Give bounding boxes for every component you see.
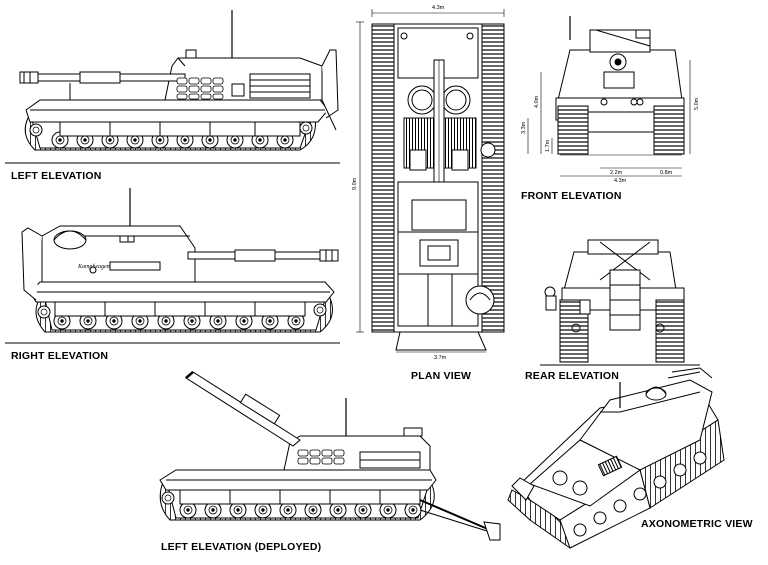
svg-text:Kampfwagen: Kampfwagen (77, 263, 110, 270)
dim-front-width: 4.3m (614, 178, 627, 184)
label-axonometric-view: AXONOMETRIC VIEW (641, 518, 753, 530)
dim-front-track: 2.2m (610, 170, 623, 176)
label-plan-view: PLAN VIEW (411, 370, 472, 382)
right-elevation-drawing: Kampfwagen (5, 188, 340, 344)
dim-front-height-total: 5.0m (694, 97, 700, 110)
label-left-elevation-deployed: LEFT ELEVATION (DEPLOYED) (161, 541, 322, 553)
label-rear-elevation: REAR ELEVATION (525, 370, 619, 382)
rear-elevation-drawing (540, 239, 700, 366)
dim-plan-width-bottom: 3.7m (434, 355, 447, 361)
dim-front-track-width: 0.8m (660, 170, 673, 176)
left-elevation-drawing (5, 10, 340, 164)
label-front-elevation: FRONT ELEVATION (521, 190, 622, 202)
label-right-elevation: RIGHT ELEVATION (11, 350, 109, 362)
dim-front-height-low: 1.7m (545, 139, 551, 152)
dim-plan-width-top: 4.3m (432, 5, 445, 11)
dim-front-height-mid: 3.3m (521, 121, 527, 134)
label-left-elevation: LEFT ELEVATION (11, 170, 102, 182)
dim-plan-length: 9.0m (352, 177, 358, 190)
plan-view-drawing (356, 9, 505, 353)
dim-front-height-hull: 4.0m (534, 95, 540, 108)
left-elevation-deployed-drawing (159, 371, 501, 541)
axonometric-view-drawing (507, 367, 725, 549)
front-elevation-drawing (527, 16, 691, 177)
